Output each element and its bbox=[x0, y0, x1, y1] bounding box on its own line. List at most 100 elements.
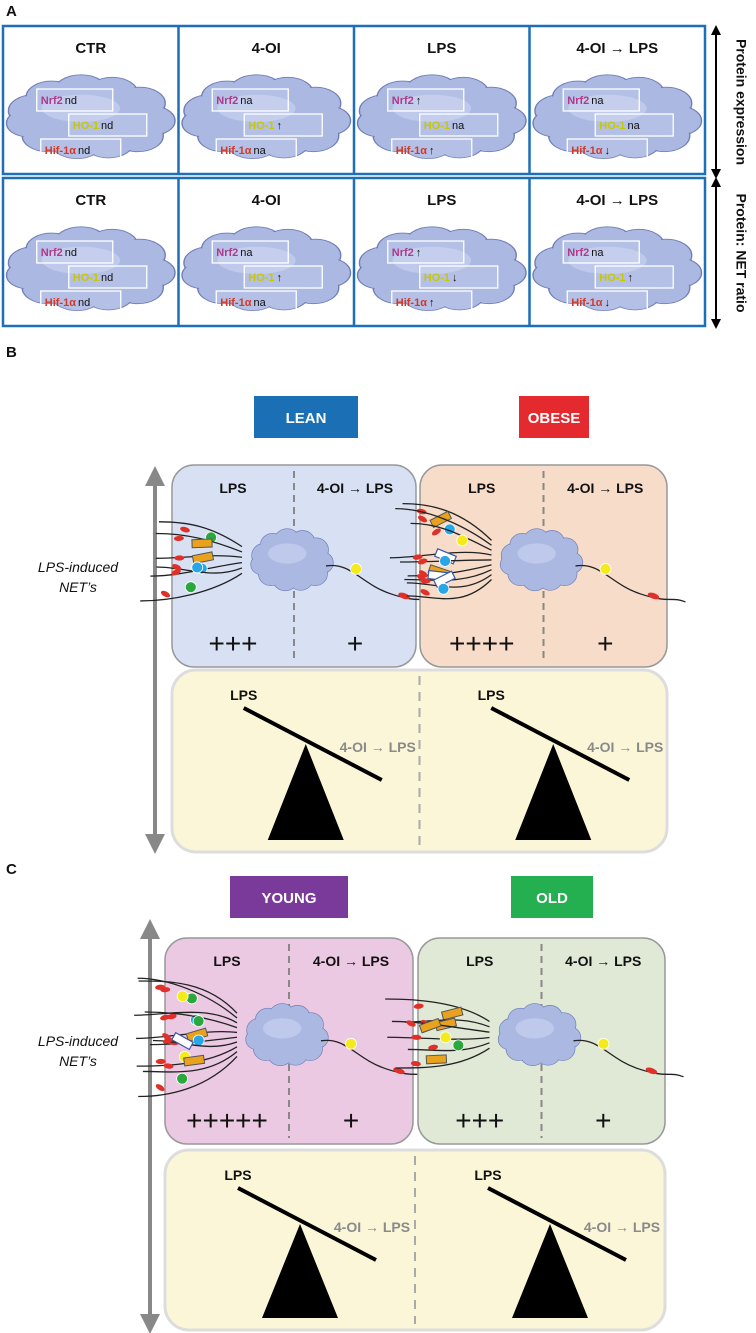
cloud-highlight bbox=[392, 246, 472, 274]
panel-letter: B bbox=[6, 344, 17, 361]
marker-label: Nrf2↑ bbox=[392, 247, 422, 259]
marker-box bbox=[594, 113, 674, 137]
cloud-fill bbox=[500, 529, 583, 591]
marker-name: HO-1 bbox=[73, 272, 99, 284]
group-badge bbox=[254, 396, 358, 438]
net-red-marker bbox=[647, 592, 660, 600]
group-badge bbox=[519, 396, 589, 438]
group-badge bbox=[230, 876, 348, 918]
net-red-marker bbox=[163, 1063, 174, 1069]
balance-beam bbox=[487, 1186, 627, 1262]
marker-status: ↑ bbox=[429, 145, 435, 157]
marker-name: Nrf2 bbox=[567, 95, 589, 107]
panel-a-letter: A bbox=[6, 3, 17, 20]
net-strand bbox=[387, 1036, 490, 1040]
cloud-lobe-fill bbox=[7, 262, 49, 288]
cloud-lobe-fill bbox=[358, 110, 400, 136]
marker-status: ↑ bbox=[277, 272, 283, 284]
net-histone-rect bbox=[432, 570, 456, 589]
cell-cloud bbox=[499, 528, 584, 592]
marker-name: Nrf2 bbox=[41, 247, 63, 259]
net-strand bbox=[406, 574, 492, 588]
balance-label-lps: LPS bbox=[474, 1167, 501, 1183]
marker-label: Hif-1α↑ bbox=[396, 145, 435, 157]
panel-a-row-label: Protein expression bbox=[733, 39, 749, 165]
cloud-lobe-fill bbox=[534, 262, 575, 288]
marker-box bbox=[36, 240, 114, 264]
net-protein-dot bbox=[597, 1037, 610, 1050]
axis-label-line2: NET’s bbox=[59, 1053, 97, 1069]
balance-label-lps: LPS bbox=[230, 687, 257, 703]
net-strand bbox=[138, 1055, 238, 1098]
net-strand bbox=[134, 1011, 238, 1024]
net-protein-dot bbox=[176, 990, 189, 1003]
net-red-marker bbox=[418, 570, 428, 578]
net-red-marker bbox=[428, 1044, 439, 1051]
marker-status: na bbox=[253, 145, 266, 157]
net-strand bbox=[144, 1011, 238, 1029]
net-protein-dot bbox=[456, 534, 469, 547]
group-badge bbox=[511, 876, 593, 918]
net-level-4oi-lps: + bbox=[595, 1105, 611, 1136]
net-protein-dot bbox=[345, 1037, 357, 1050]
marker-box bbox=[391, 138, 473, 162]
marker-name: Hif-1α bbox=[45, 145, 76, 157]
net-strand bbox=[138, 980, 238, 1014]
group-badge-label: LEAN bbox=[286, 410, 327, 427]
marker-name: Hif-1α bbox=[45, 297, 76, 309]
net-red-marker bbox=[174, 555, 185, 561]
marker-name: Nrf2 bbox=[392, 95, 414, 107]
net-red-marker bbox=[410, 1061, 421, 1067]
axis-label-line2: NET’s bbox=[59, 579, 97, 595]
net-histone-rect bbox=[171, 1031, 195, 1051]
net-red-marker bbox=[155, 1084, 165, 1092]
net-red-marker bbox=[160, 590, 171, 598]
net-red-marker bbox=[420, 589, 430, 596]
net-orange-rect bbox=[425, 1054, 448, 1065]
cloud-lobe-fill bbox=[183, 110, 224, 136]
marker-box bbox=[594, 265, 674, 289]
marker-status: na bbox=[628, 120, 641, 132]
marker-label: Hif-1α↑ bbox=[396, 297, 435, 309]
net-level-lps: +++++ bbox=[186, 1105, 268, 1136]
net-red-marker bbox=[393, 1067, 405, 1075]
net-orange-rect bbox=[191, 538, 213, 549]
balance-label-lps: LPS bbox=[224, 1167, 251, 1183]
marker-box bbox=[243, 265, 323, 289]
marker-status: ↑ bbox=[416, 95, 422, 107]
axis-label-line1: LPS-induced bbox=[38, 1033, 119, 1049]
balance-fulcrum bbox=[262, 1224, 338, 1318]
marker-status: nd bbox=[101, 272, 113, 284]
marker-box bbox=[40, 290, 122, 314]
marker-name: Hif-1α bbox=[220, 145, 251, 157]
condition-label-4oi-lps: 4-OI → LPS bbox=[565, 953, 641, 969]
net-orange-rect bbox=[440, 1006, 464, 1021]
condition-label-lps: LPS bbox=[219, 480, 246, 496]
net-orange-rect bbox=[429, 510, 453, 529]
net-red-marker bbox=[173, 535, 184, 542]
panel-a-column-header: LPS bbox=[427, 40, 456, 57]
panel-a-column-header: CTR bbox=[75, 40, 106, 57]
net-red-marker bbox=[398, 592, 410, 600]
net-level-lps: +++ bbox=[455, 1105, 504, 1136]
net-protein-dot bbox=[439, 555, 451, 567]
net-orange-rect bbox=[191, 551, 215, 565]
marker-status: nd bbox=[78, 297, 90, 309]
net-red-marker bbox=[417, 515, 428, 523]
panel-letter: C bbox=[6, 861, 17, 878]
marker-box bbox=[243, 113, 323, 137]
marker-box bbox=[562, 240, 640, 264]
net-strand bbox=[385, 998, 490, 1023]
balance-label-4oi-lps: 4-OI → LPS bbox=[587, 739, 663, 755]
cloud-highlight bbox=[41, 94, 121, 122]
net-strands bbox=[385, 998, 490, 1069]
net-strand bbox=[575, 564, 686, 603]
cloud-lobe-fill bbox=[251, 555, 272, 575]
